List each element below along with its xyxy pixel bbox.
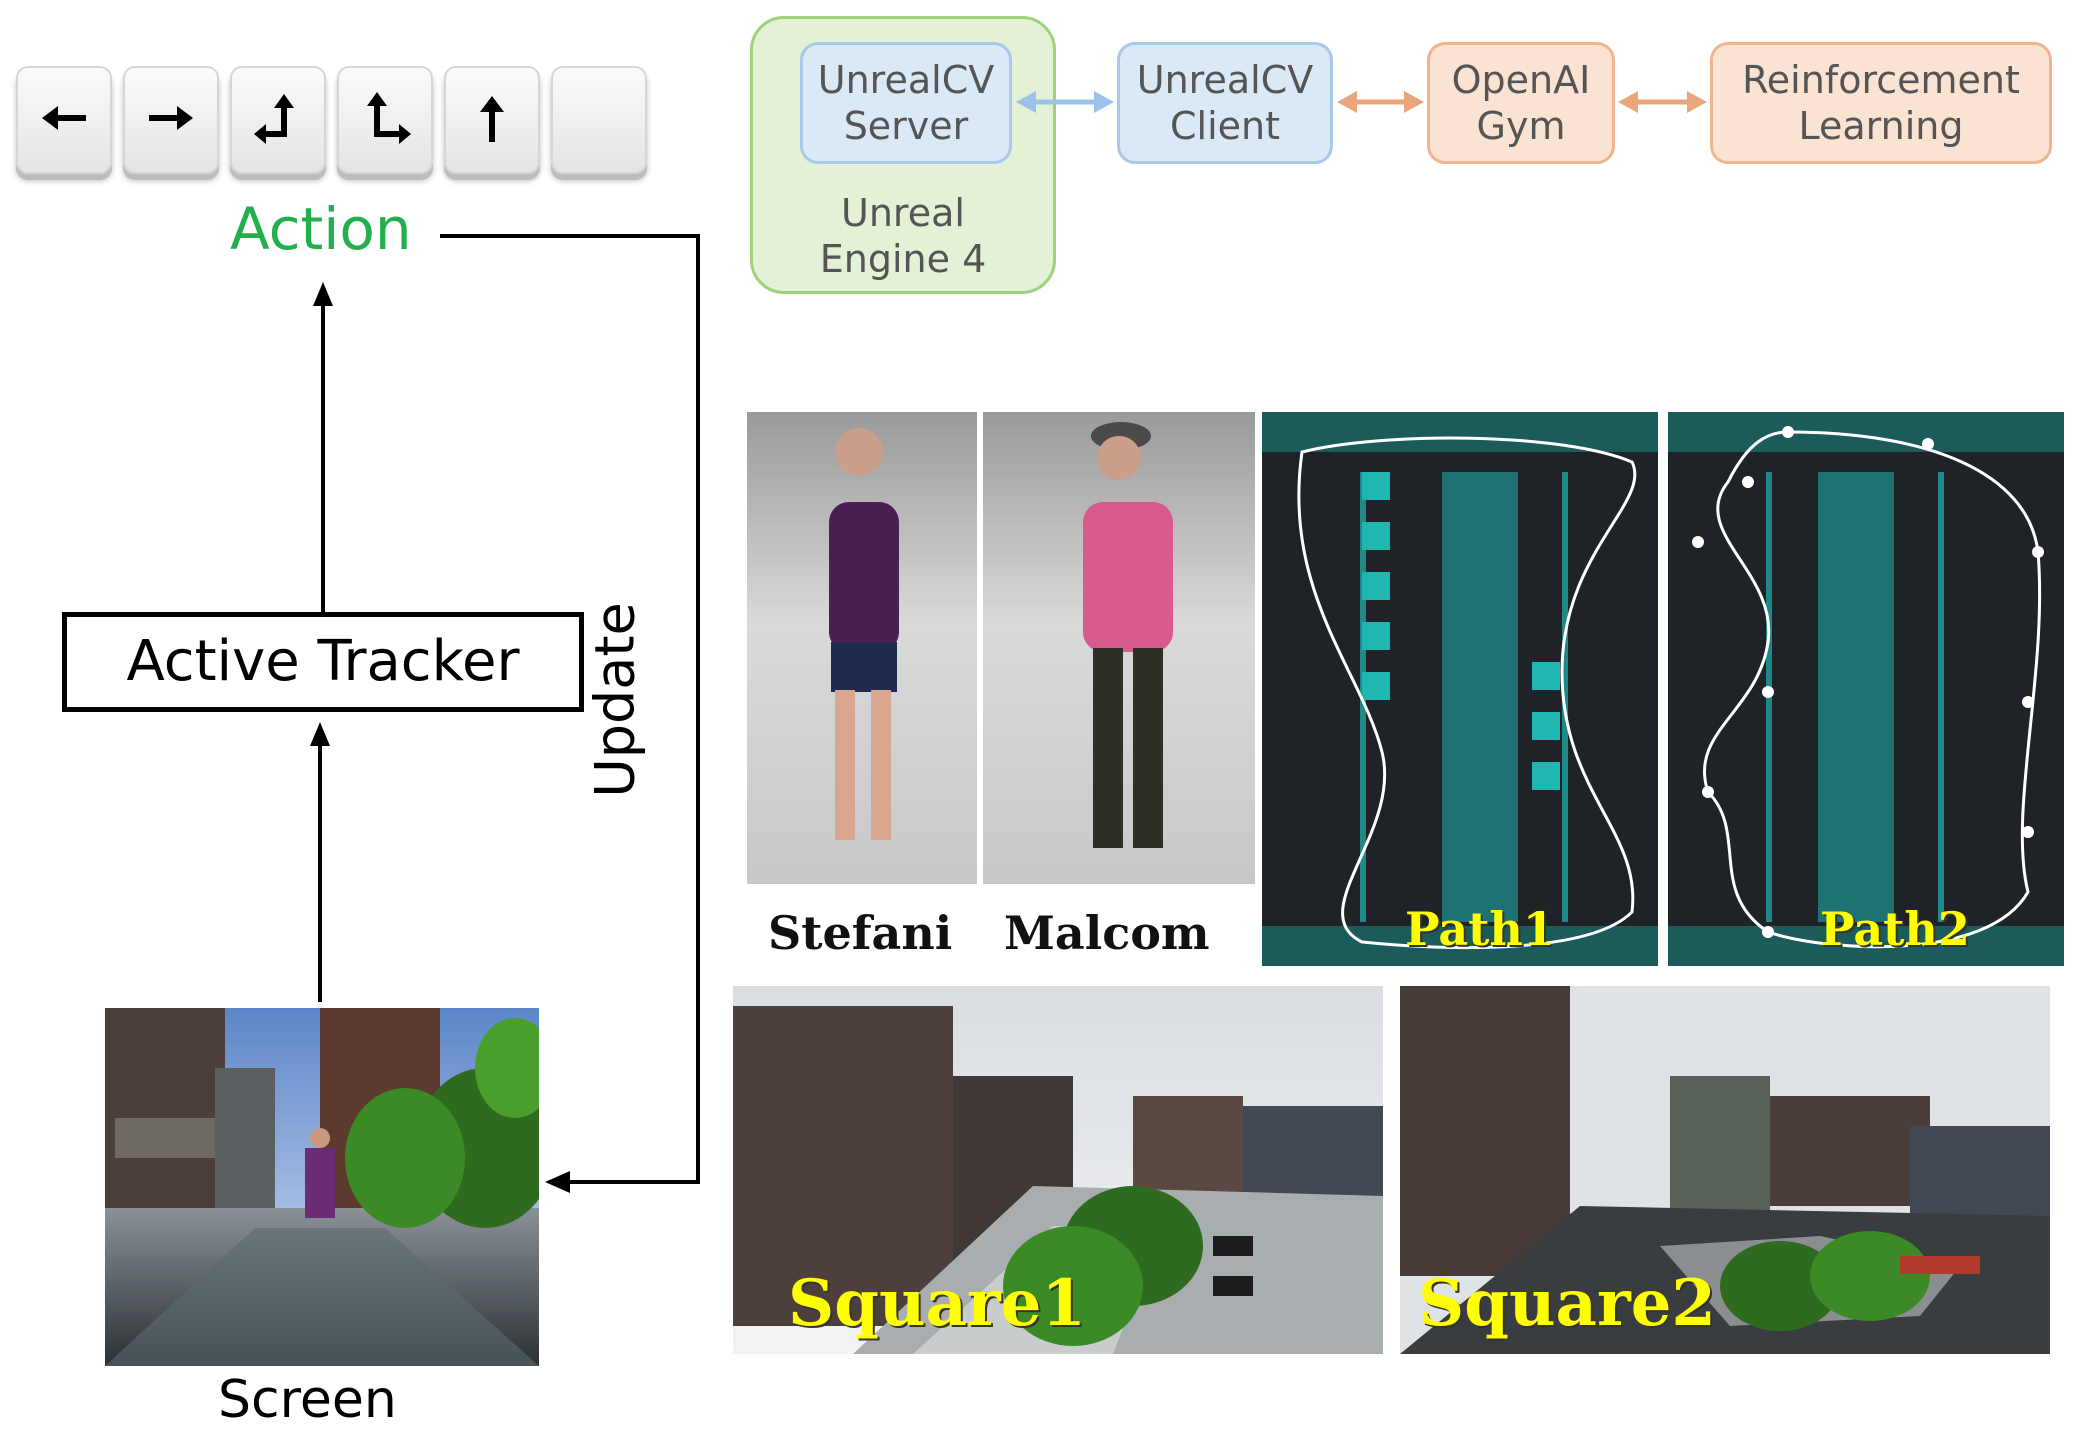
unrealcv-client-box: UnrealCV Client <box>1117 42 1333 164</box>
arrowhead-screen <box>545 1171 570 1193</box>
key-turn-right <box>337 66 433 174</box>
pipeline-arrows <box>1016 91 1707 113</box>
unreal-engine-label: Unreal Engine 4 <box>819 191 987 281</box>
action-label: Action <box>230 195 412 263</box>
path2-map <box>1668 412 2064 966</box>
caption-path1: Path1 <box>1405 902 1555 956</box>
character-malcom-image <box>983 412 1255 884</box>
reinforcement-learning-box: Reinforcement Learning <box>1710 42 2052 164</box>
key-right <box>123 66 219 174</box>
key-left <box>16 66 112 174</box>
active-tracker-box: Active Tracker <box>62 612 584 712</box>
arrowhead-tracker <box>310 722 330 746</box>
key-up <box>444 66 540 174</box>
caption-malcom: Malcom <box>1004 906 1210 960</box>
arrow-right-icon <box>149 106 193 130</box>
square1-image <box>733 986 1383 1354</box>
screen-image <box>105 1008 539 1366</box>
key-blank <box>551 66 647 174</box>
caption-square2: Square2 <box>1418 1266 1716 1341</box>
arrow-up-icon <box>480 96 504 142</box>
update-loop-line <box>440 234 700 1184</box>
path1-map <box>1262 412 1658 966</box>
character-stefani-image <box>747 412 977 884</box>
arrowhead-action <box>313 282 333 306</box>
turn-left-up-icon <box>254 94 294 144</box>
screen-label: Screen <box>218 1370 397 1430</box>
square2-image <box>1400 986 2050 1354</box>
caption-stefani: Stefani <box>768 906 953 960</box>
arrow-left-icon <box>42 106 86 130</box>
caption-path2: Path2 <box>1820 902 1970 956</box>
unrealcv-server-box: UnrealCV Server <box>800 42 1012 164</box>
key-turn-left <box>230 66 326 174</box>
turn-right-down-icon <box>367 92 411 144</box>
caption-square1: Square1 <box>788 1266 1086 1341</box>
openai-gym-box: OpenAI Gym <box>1427 42 1615 164</box>
